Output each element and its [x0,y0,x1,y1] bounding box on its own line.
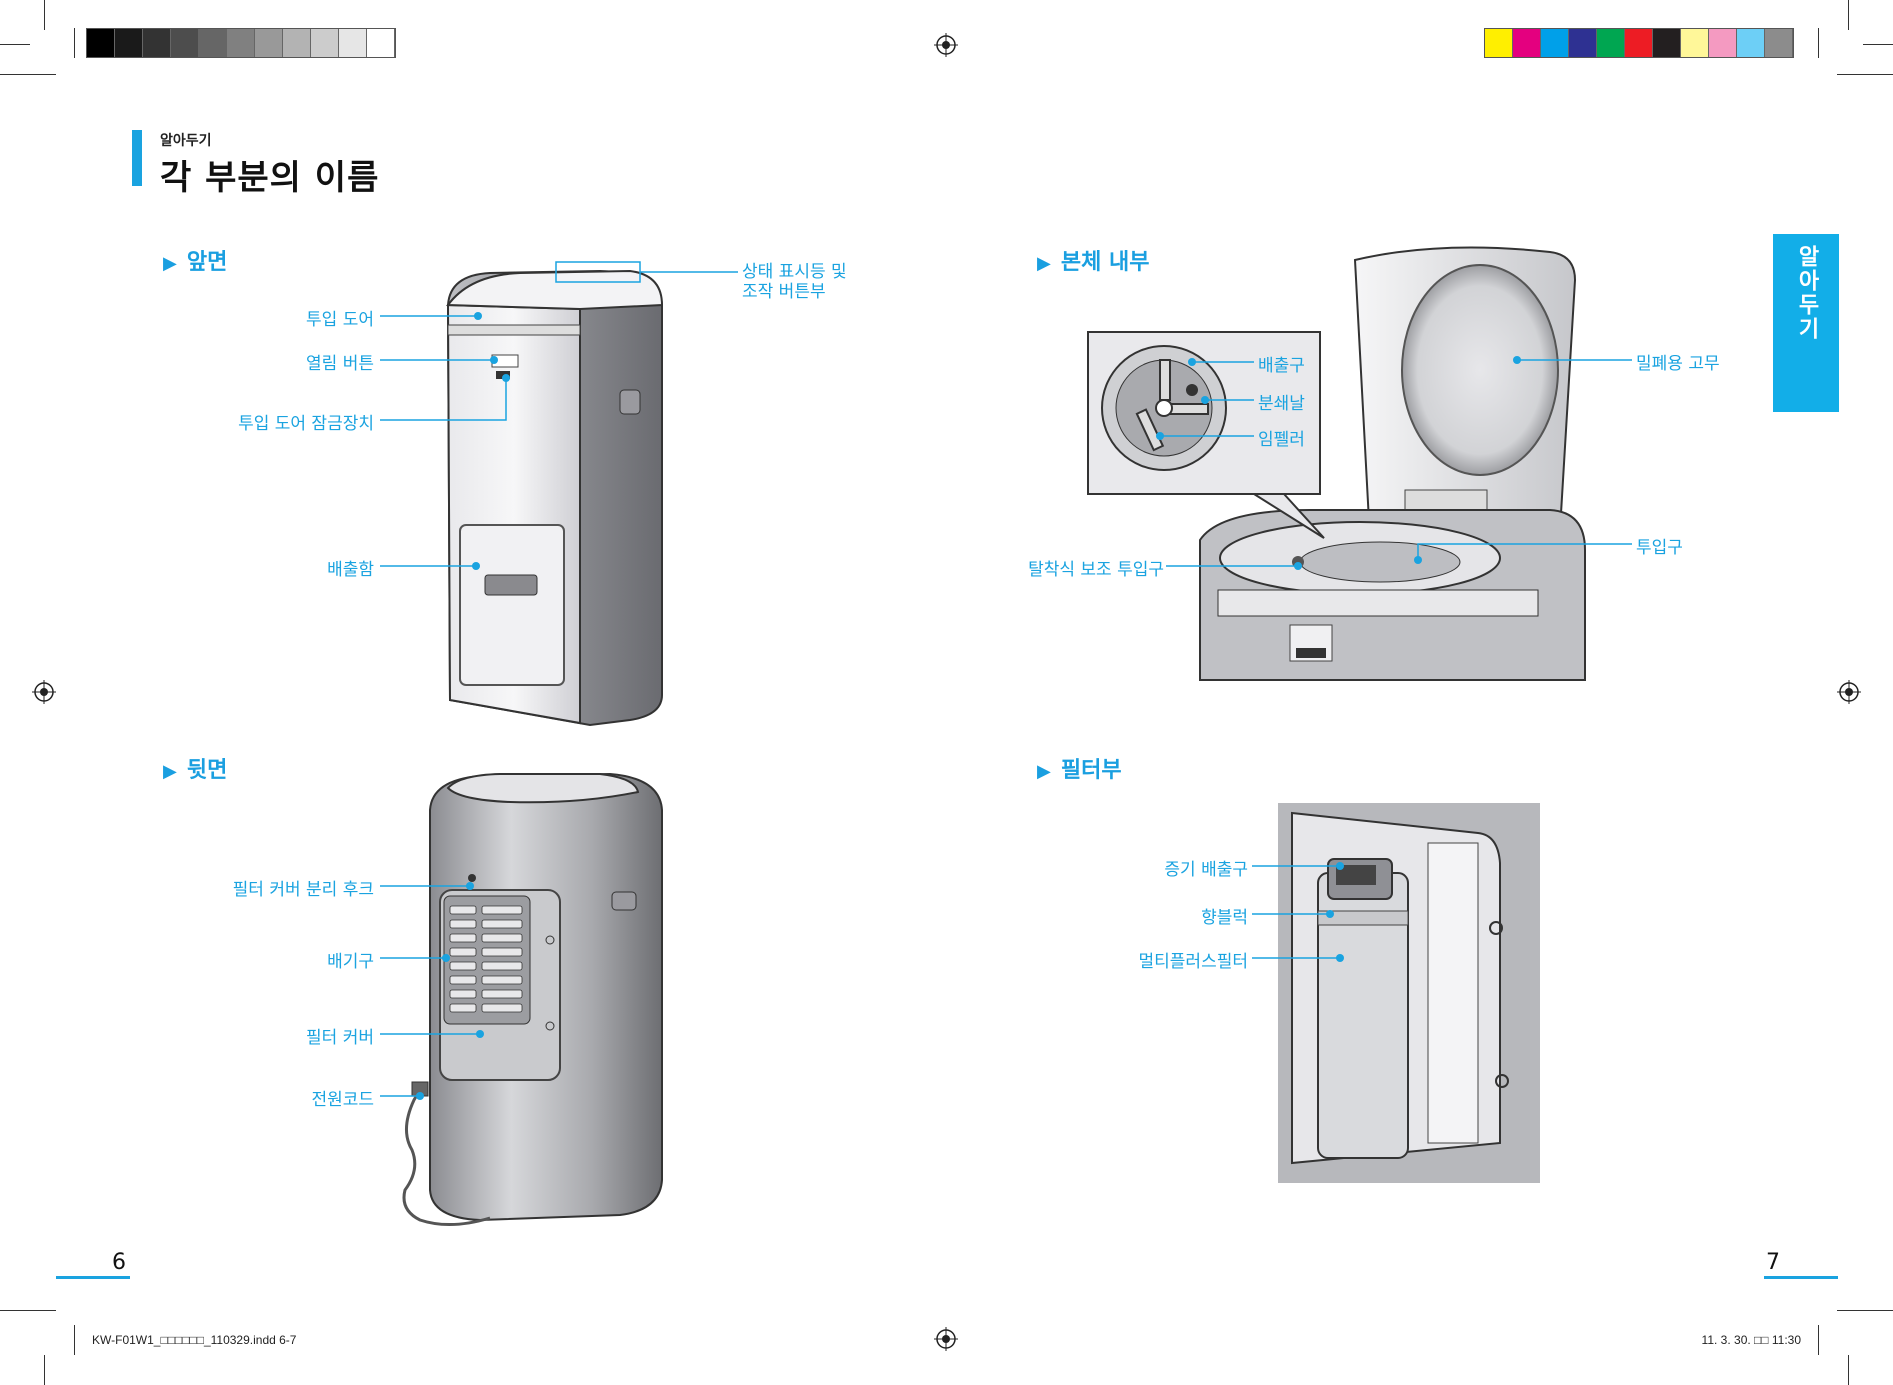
label-seal-rubber: 밀폐용 고무 [1636,354,1720,374]
label-filter-hook: 필터 커버 분리 후크 [232,880,374,900]
triangle-icon: ▶ [1037,253,1051,274]
color-swatch [1569,29,1597,57]
section-back-label: 뒷면 [186,758,228,783]
side-tab [1773,234,1839,412]
label-outlet: 배출구 [1258,356,1305,376]
crop-mark [74,1325,75,1355]
section-filter-label: 필터부 [1060,758,1122,783]
label-exhaust: 배기구 [327,952,374,972]
label-discharge-box: 배출함 [327,560,374,580]
page-number-left: 6 [112,1250,126,1275]
label-status-panel-line1: 상태 표시등 및 [742,262,847,282]
crop-mark [1837,74,1893,75]
page-subtitle: 알아두기 [160,133,212,149]
color-swatch [171,29,199,57]
label-steam-outlet: 증기 배출구 [1164,860,1248,880]
crop-mark [0,1310,56,1311]
registration-mark-icon [32,680,56,704]
side-tab-label: 알아두기 [1794,245,1819,341]
section-front-label: 앞면 [186,250,228,275]
title-accent-bar [132,130,142,186]
label-power-cord: 전원코드 [311,1090,374,1110]
label-input-door: 투입 도어 [306,310,374,330]
triangle-icon: ▶ [1037,761,1051,782]
label-status-panel: 상태 표시등 및 조작 버튼부 [742,262,847,302]
registration-mark-icon [934,1327,958,1351]
label-impeller: 임펠러 [1258,430,1305,450]
color-swatch [1653,29,1681,57]
crop-mark [1848,0,1849,30]
gray-color-bar [86,28,396,58]
crop-mark [1848,1355,1849,1385]
page-number-right: 7 [1766,1250,1780,1275]
label-status-panel-line2: 조작 버튼부 [742,282,826,302]
crop-mark [0,44,30,45]
color-swatch [1513,29,1541,57]
label-filter-cover: 필터 커버 [306,1028,374,1048]
inside-zoom-inset [1087,331,1325,539]
back-view-illustration [402,772,663,1227]
crop-mark [74,28,75,58]
crop-mark [44,0,45,30]
footer-filename: KW-F01W1_□□□□□□_110329.indd 6-7 [92,1333,297,1347]
page-number-underline [56,1276,130,1279]
section-inside-heading: ▶ 본체 내부 [1037,244,1149,276]
section-back-heading: ▶ 뒷면 [163,752,227,784]
label-aux-input: 탈착식 보조 투입구 [1028,560,1164,580]
color-swatch [87,29,115,57]
footer-date: 11. 3. 30. □□ 11:30 [1701,1333,1801,1347]
crop-mark [0,74,56,75]
color-swatch [1625,29,1653,57]
inside-view-illustration [1199,246,1586,681]
label-input-port: 투입구 [1636,538,1683,558]
color-swatch [1541,29,1569,57]
color-swatch [199,29,227,57]
registration-mark-icon [934,33,958,57]
color-swatch [227,29,255,57]
label-aroma-block: 향블럭 [1201,908,1248,928]
front-view-illustration [446,269,664,727]
color-swatch [1765,29,1793,57]
color-swatch [255,29,283,57]
color-swatch [1681,29,1709,57]
triangle-icon: ▶ [163,761,177,782]
section-filter-heading: ▶ 필터부 [1037,752,1122,784]
crop-mark [1863,44,1893,45]
section-front-heading: ▶ 앞면 [163,244,227,276]
page-title: 각 부분의 이름 [160,158,380,198]
color-swatch [1737,29,1765,57]
page-number-underline [1764,1276,1838,1279]
color-swatch [1485,29,1513,57]
color-swatch [339,29,367,57]
triangle-icon: ▶ [163,253,177,274]
label-door-lock: 투입 도어 잠금장치 [238,414,374,434]
label-multiplus-filter: 멀티플러스필터 [1138,952,1248,972]
color-swatch [283,29,311,57]
process-color-bar [1484,28,1794,58]
crop-mark [1837,1310,1893,1311]
label-crusher-blade: 분쇄날 [1258,394,1305,414]
color-swatch [1597,29,1625,57]
crop-mark [44,1355,45,1385]
crop-mark [1818,28,1819,58]
color-swatch [367,29,395,57]
label-open-button: 열림 버튼 [306,354,374,374]
crop-mark [1818,1325,1819,1355]
color-swatch [1709,29,1737,57]
color-swatch [311,29,339,57]
section-inside-label: 본체 내부 [1060,250,1150,275]
color-swatch [115,29,143,57]
registration-mark-icon [1837,680,1861,704]
color-swatch [143,29,171,57]
